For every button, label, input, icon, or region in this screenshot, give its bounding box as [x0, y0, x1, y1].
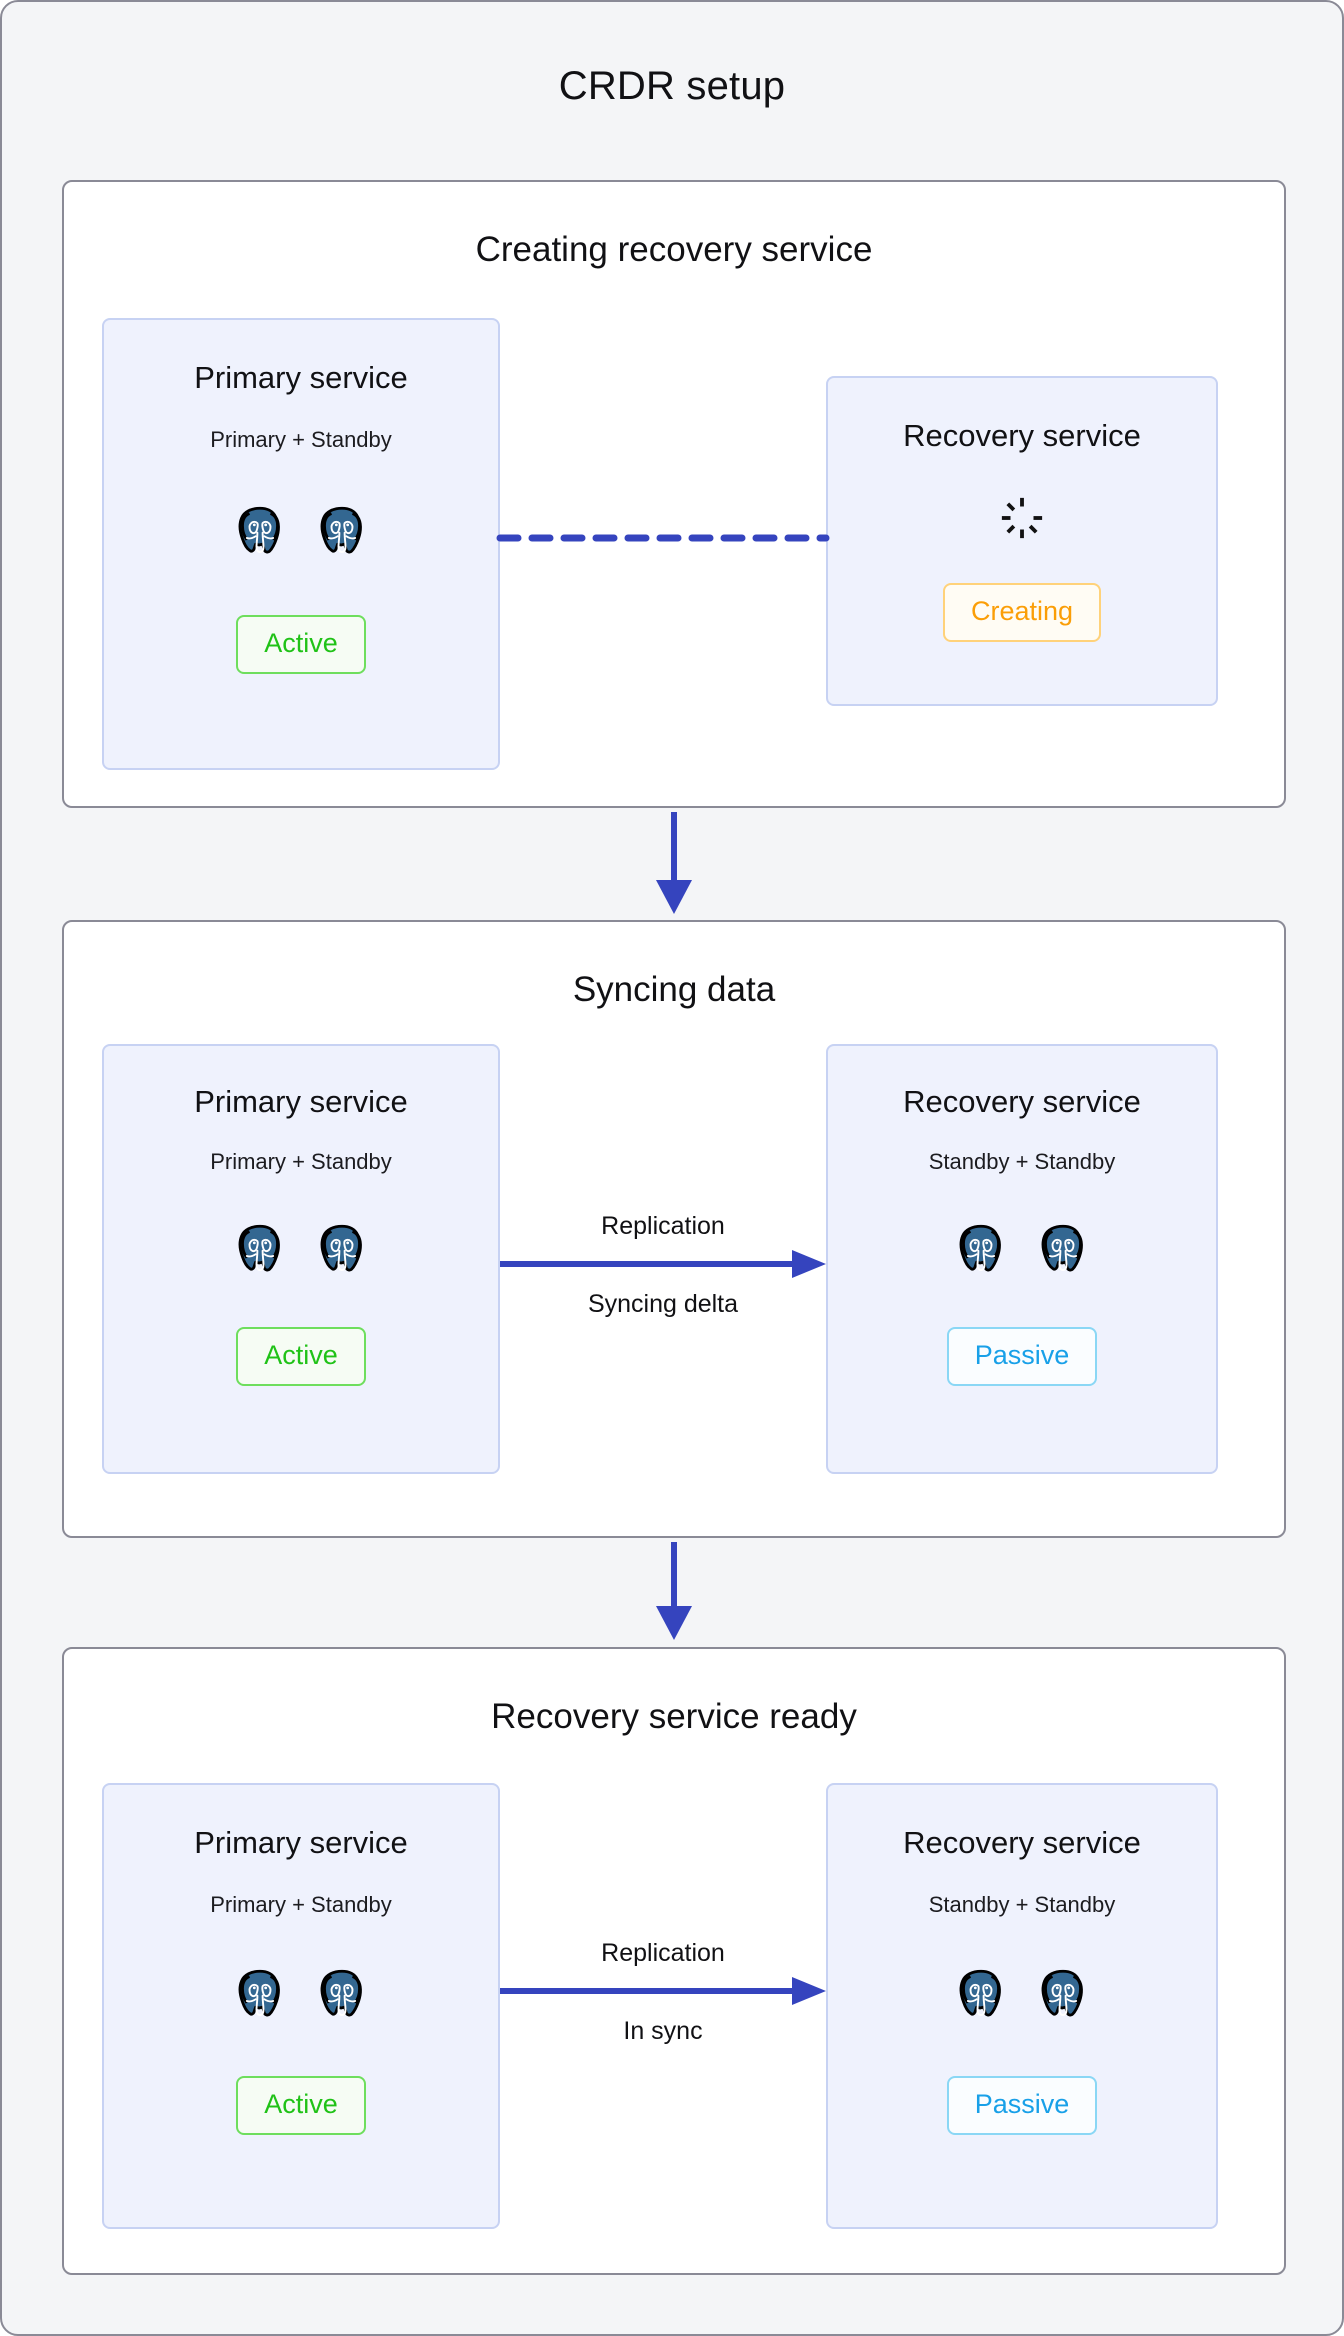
primary-service-box: Primary service Primary + Standby	[102, 1044, 500, 1474]
postgres-elephant-icon	[1041, 1969, 1083, 2017]
status-badge: Active	[236, 1327, 366, 1386]
stage-title: Creating recovery service	[475, 230, 873, 269]
stage-title: Recovery service ready	[491, 1697, 857, 1736]
connector-label-below: In sync	[623, 2017, 703, 2045]
primary-service-box: Primary service Primary + Standby	[102, 318, 500, 770]
node-icon-row	[953, 1966, 1091, 2022]
status-badge: Active	[236, 2076, 366, 2135]
replication-connector-arrow	[500, 1250, 826, 1278]
service-subtitle: Primary + Standby	[210, 1149, 392, 1174]
recovery-service-box: Recovery service Standby + Standby	[826, 1044, 1218, 1474]
spinner-icon	[1001, 497, 1043, 539]
postgres-elephant-icon	[238, 1969, 280, 2017]
service-title: Recovery service	[903, 418, 1141, 453]
node-icon-row	[232, 1221, 370, 1277]
service-title: Recovery service	[903, 1825, 1141, 1860]
service-title: Primary service	[194, 1825, 408, 1860]
postgres-elephant-icon	[959, 1224, 1001, 1272]
connector-label-above: Replication	[601, 1212, 725, 1240]
service-subtitle: Standby + Standby	[928, 1892, 1116, 1917]
node-icon-row	[232, 503, 370, 559]
status-badge: Creating	[942, 583, 1102, 642]
node-icon-row	[953, 1221, 1091, 1277]
flow-arrow-down	[656, 1542, 692, 1640]
postgres-elephant-icon	[238, 506, 280, 554]
service-subtitle: Primary + Standby	[210, 427, 392, 452]
stage-title: Syncing data	[572, 970, 776, 1009]
stage-card-recovery-service-ready: Recovery service ready Primary service P…	[62, 1647, 1286, 2275]
postgres-elephant-icon	[1041, 1224, 1083, 1272]
postgres-elephant-icon	[959, 1969, 1001, 2017]
page-title: CRDR setup	[558, 64, 786, 108]
service-subtitle: Primary + Standby	[210, 1892, 392, 1917]
service-title: Recovery service	[903, 1084, 1141, 1119]
status-badge: Passive	[946, 1327, 1098, 1386]
service-subtitle: Standby + Standby	[928, 1149, 1116, 1174]
service-title: Primary service	[194, 360, 408, 395]
postgres-elephant-icon	[320, 1969, 362, 2017]
postgres-elephant-icon	[320, 506, 362, 554]
primary-service-box: Primary service Primary + Standby	[102, 1783, 500, 2229]
connector-label-below: Syncing delta	[587, 1290, 739, 1318]
replication-connector-arrow	[500, 1977, 826, 2005]
recovery-service-box: Recovery service Creating	[826, 376, 1218, 706]
recovery-service-box: Recovery service Standby + Standby	[826, 1783, 1218, 2229]
postgres-elephant-icon	[320, 1224, 362, 1272]
connector-label-above: Replication	[601, 1939, 725, 1967]
postgres-elephant-icon	[238, 1224, 280, 1272]
replication-connector-dashed	[496, 534, 830, 542]
stage-card-creating-recovery-service: Creating recovery service Primary servic…	[62, 180, 1286, 808]
node-icon-row	[232, 1966, 370, 2022]
service-title: Primary service	[194, 1084, 408, 1119]
status-badge: Passive	[946, 2076, 1098, 2135]
flow-arrow-down	[656, 812, 692, 914]
status-badge: Active	[236, 615, 366, 674]
stage-card-syncing-data: Syncing data Primary service Primary + S…	[62, 920, 1286, 1538]
